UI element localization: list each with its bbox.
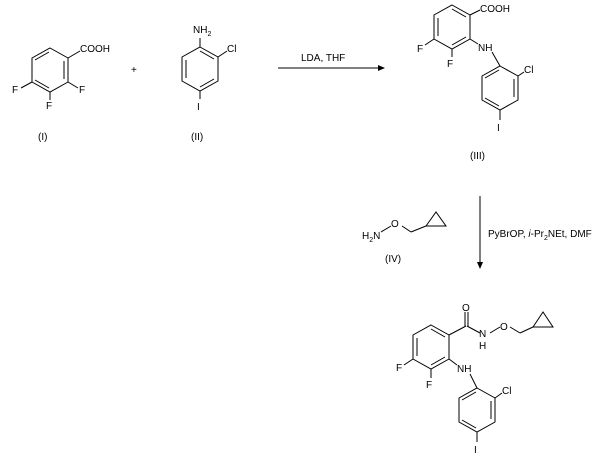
oxygen-atom: O [500, 322, 508, 333]
fluorine-atom: F [417, 44, 423, 55]
subscript: 2 [369, 237, 373, 244]
compound-1-label: (I) [38, 132, 47, 143]
compound-1: COOH F F F (I) [12, 44, 110, 143]
compound-5-bonds [403, 311, 554, 442]
compound-1-bonds [20, 47, 81, 100]
amine-group-text: NH [193, 25, 207, 36]
amine-group: NH [478, 43, 492, 54]
chlorine-atom: Cl [524, 65, 533, 76]
nitrogen-atom: N [373, 231, 380, 242]
reaction-arrow-2 [477, 196, 483, 269]
reagent-text-italic: i [528, 229, 531, 240]
subscript: 2 [207, 31, 211, 38]
compound-3-bonds [424, 4, 525, 120]
chlorine-atom: Cl [502, 386, 511, 397]
amine-group: NH [457, 364, 471, 375]
compound-4-label: (IV) [385, 254, 401, 265]
reagent-text: NEt, DMF [548, 229, 592, 240]
chlorine-atom: Cl [227, 44, 236, 55]
fluorine-atom: F [396, 363, 402, 374]
fluorine-atom: F [12, 85, 18, 96]
fluorine-atom: F [426, 380, 432, 391]
step-2-reagents: PyBrOP, i-Pr2NEt, DMF [488, 229, 592, 242]
fluorine-atom: F [447, 59, 453, 70]
nitrogen-atom: N [479, 329, 486, 340]
plus-sign: + [131, 65, 137, 76]
iodine-atom: I [474, 445, 477, 456]
compound-2-bonds [181, 38, 228, 99]
compound-4-bonds [380, 211, 447, 233]
reagent-text: -Pr [531, 229, 545, 240]
amine-group: NH2 [193, 25, 211, 38]
compound-2: NH2 Cl I (II) [181, 25, 236, 143]
compound-5: O N H O F F NH Cl I [396, 303, 554, 456]
compound-3: COOH F F NH Cl I (III) [417, 4, 533, 162]
cooh-group: COOH [480, 4, 510, 15]
amine-group: H2N [362, 231, 380, 244]
reagent-text: PyBrOP, [488, 229, 528, 240]
compound-2-label: (II) [191, 132, 203, 143]
subscript: 2 [544, 235, 548, 242]
cooh-group: COOH [80, 44, 110, 55]
fluorine-atom: F [79, 85, 85, 96]
oxygen-atom: O [391, 219, 399, 230]
hydrogen-atom: H [479, 341, 486, 352]
compound-4: H2N O (IV) [362, 211, 447, 265]
step-1-reagents: LDA, THF [301, 53, 345, 64]
reaction-arrow-1 [278, 65, 385, 71]
iodine-atom: I [497, 123, 500, 134]
oxygen-atom: O [462, 303, 470, 314]
compound-3-label: (III) [470, 151, 485, 162]
hydrogen-atom: H [362, 231, 369, 242]
iodine-atom: I [197, 102, 200, 113]
fluorine-atom: F [46, 101, 52, 112]
